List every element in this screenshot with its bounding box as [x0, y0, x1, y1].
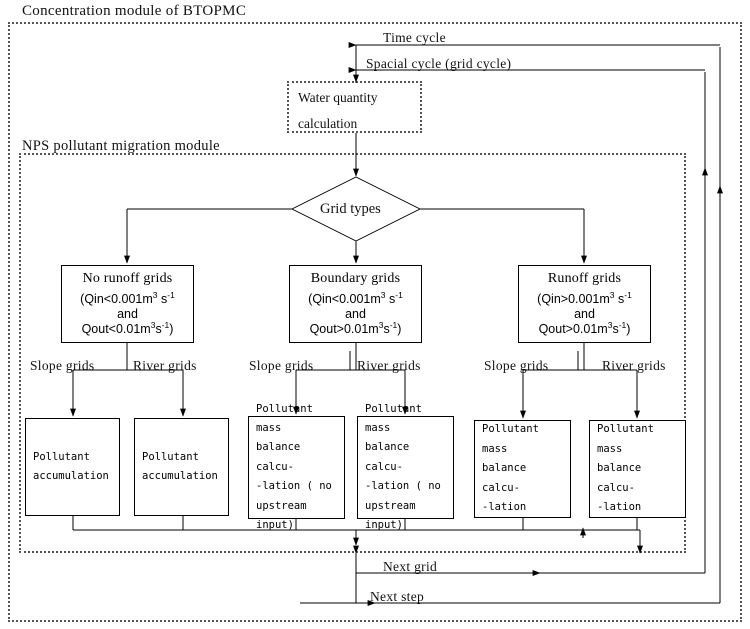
condition-title-no-runoff: No runoff grids — [82, 271, 173, 287]
action-line: -lation ( no — [256, 480, 332, 493]
action-line: -lation ( no — [365, 480, 441, 493]
action-line: Pollutant — [33, 450, 90, 463]
action-box-runoff-river: Pollutant mass balance calcu- -lation — [589, 420, 686, 518]
condition-box-runoff: Runoff grids (Qin>0.001m3 s-1 and Qout>0… — [518, 265, 651, 343]
action-line: upstream input) — [256, 499, 307, 532]
action-line: balance calcu- — [482, 462, 527, 494]
action-box-no-runoff-slope: Pollutant accumulation — [25, 418, 120, 516]
action-line: -lation — [482, 501, 527, 514]
river-grids-label-runoff: River grids — [602, 358, 666, 373]
water-quantity-line2: calculation — [298, 116, 358, 131]
water-quantity-line1: Water quantity — [298, 90, 378, 105]
decision-label: Grid types — [320, 201, 381, 217]
action-line: Pollutant mass — [482, 423, 539, 455]
action-line: balance calcu- — [597, 462, 642, 494]
action-line: balance calcu- — [256, 441, 301, 473]
page-title: Concentration module of BTOPMC — [22, 3, 247, 19]
condition-box-boundary: Boundary grids (Qin<0.001m3 s-1 and Qout… — [289, 265, 422, 343]
river-grids-label-no-runoff: River grids — [133, 358, 197, 373]
action-line: balance calcu- — [365, 441, 410, 473]
action-line: Pollutant mass — [597, 423, 654, 455]
slope-grids-label-no-runoff: Slope grids — [30, 358, 95, 373]
condition-title-boundary: Boundary grids — [310, 271, 401, 287]
action-line: upstream input) — [365, 499, 416, 532]
next-step-label: Next step — [370, 589, 425, 604]
next-grid-label: Next grid — [383, 559, 438, 574]
action-line: accumulation — [33, 470, 109, 482]
condition-detail-runoff: (Qin>0.001m3 s-1 and Qout>0.01m3s-1) — [537, 290, 632, 337]
concentration-module-boundary — [8, 22, 742, 622]
action-box-no-runoff-river: Pollutant accumulation — [134, 418, 229, 516]
action-line: Pollutant — [142, 450, 199, 463]
condition-detail-no-runoff: (Qin<0.001m3 s-1 and Qout<0.01m3s-1) — [80, 290, 175, 337]
spatial-cycle-label: Spacial cycle (grid cycle) — [366, 56, 512, 71]
slope-grids-label-boundary: Slope grids — [249, 358, 314, 373]
condition-box-no-runoff: No runoff grids (Qin<0.001m3 s-1 and Qou… — [61, 265, 194, 343]
action-box-boundary-river: Pollutant mass balance calcu- -lation ( … — [357, 403, 454, 531]
time-cycle-label: Time cycle — [383, 30, 446, 45]
nps-module-boundary — [19, 153, 686, 553]
condition-title-runoff: Runoff grids — [547, 271, 622, 287]
action-line: -lation — [597, 501, 642, 514]
slope-grids-label-runoff: Slope grids — [484, 358, 549, 373]
action-box-runoff-slope: Pollutant mass balance calcu- -lation — [474, 420, 571, 518]
condition-detail-boundary: (Qin<0.001m3 s-1 and Qout>0.01m3s-1) — [308, 290, 403, 337]
action-line: accumulation — [142, 470, 218, 482]
action-line: Pollutant mass — [256, 402, 313, 434]
river-grids-label-boundary: River grids — [357, 358, 421, 373]
action-box-boundary-slope: Pollutant mass balance calcu- -lation ( … — [248, 403, 345, 531]
nps-module-label: NPS pollutant migration module — [22, 138, 220, 154]
action-line: Pollutant mass — [365, 402, 422, 434]
